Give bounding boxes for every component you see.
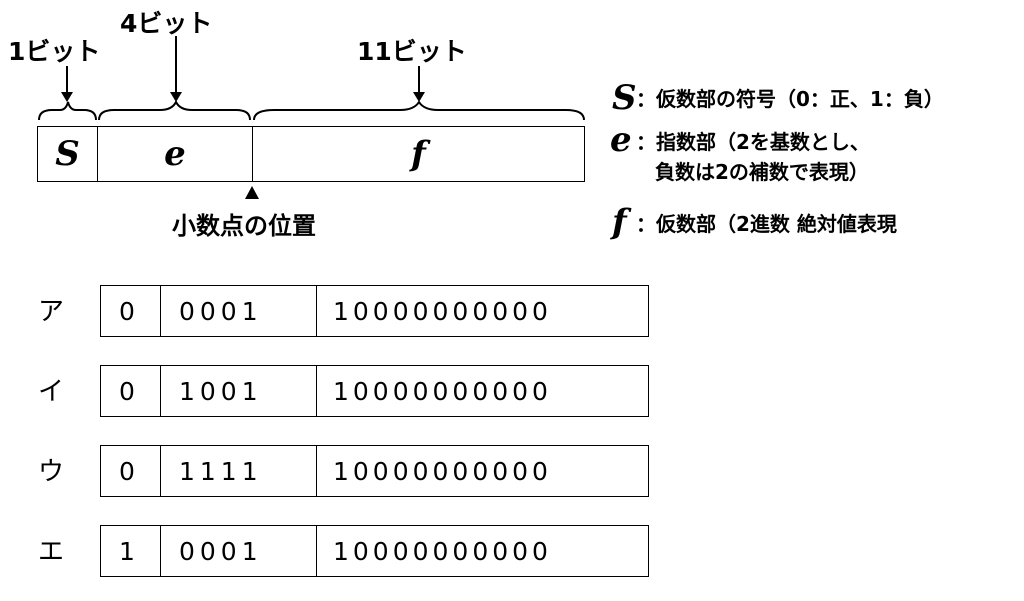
legend-text-f: ：仮数部（2進数 絶対値表現 [636,212,897,236]
option-a-exponent: 0001 [161,286,317,336]
sign-brace [38,101,97,121]
legend-text-e-line1: ：指数部（2を基数とし、 [636,130,870,154]
option-u-sign: 0 [101,446,161,496]
option-u-fraction: 10000000000 [333,456,552,486]
legend-text-s: ：仮数部の符号（0：正、1：負） [636,87,944,111]
option-row-u: 0 1111 10000000000 [100,445,649,497]
format-annotations [38,36,585,199]
option-e-exponent: 0001 [161,526,317,576]
sign-arrowhead [61,92,73,102]
point-marker-triangle [245,186,259,199]
fraction-arrowhead [413,92,425,102]
option-label-a: ア [38,297,65,327]
option-e-sign: 1 [101,526,161,576]
legend-symbol-e: e [610,120,632,160]
fraction-bit-count-label: 11ビット [357,37,467,66]
option-i-sign: 0 [101,366,161,416]
floating-point-format-box: S e f [37,126,585,182]
option-e-fraction: 10000000000 [333,536,552,566]
fraction-brace [253,100,585,121]
option-i-fraction: 10000000000 [333,376,552,406]
exponent-field: e [98,127,253,181]
legend-symbol-f: f [612,202,627,242]
exponent-brace [98,99,251,121]
fraction-field: f [411,134,426,174]
option-label-e: エ [38,537,65,567]
exponent-bit-count-label: 4ビット [120,9,213,38]
option-a-fraction: 10000000000 [333,296,552,326]
decimal-point-label: 小数点の位置 [172,212,316,240]
option-label-i: イ [38,377,65,407]
sign-field: S [38,127,98,181]
option-row-e: 1 0001 10000000000 [100,525,649,577]
sign-bit-count-label: 1ビット [8,37,101,66]
legend-text-e-line2: 負数は2の補数で表現） [655,160,869,184]
legend-symbol-s: S [612,78,637,118]
option-row-i: 0 1001 10000000000 [100,365,649,417]
option-u-exponent: 1111 [161,446,317,496]
exponent-arrowhead [170,92,182,102]
option-a-sign: 0 [101,286,161,336]
option-label-u: ウ [38,457,65,487]
option-row-a: 0 0001 10000000000 [100,285,649,337]
option-i-exponent: 1001 [161,366,317,416]
